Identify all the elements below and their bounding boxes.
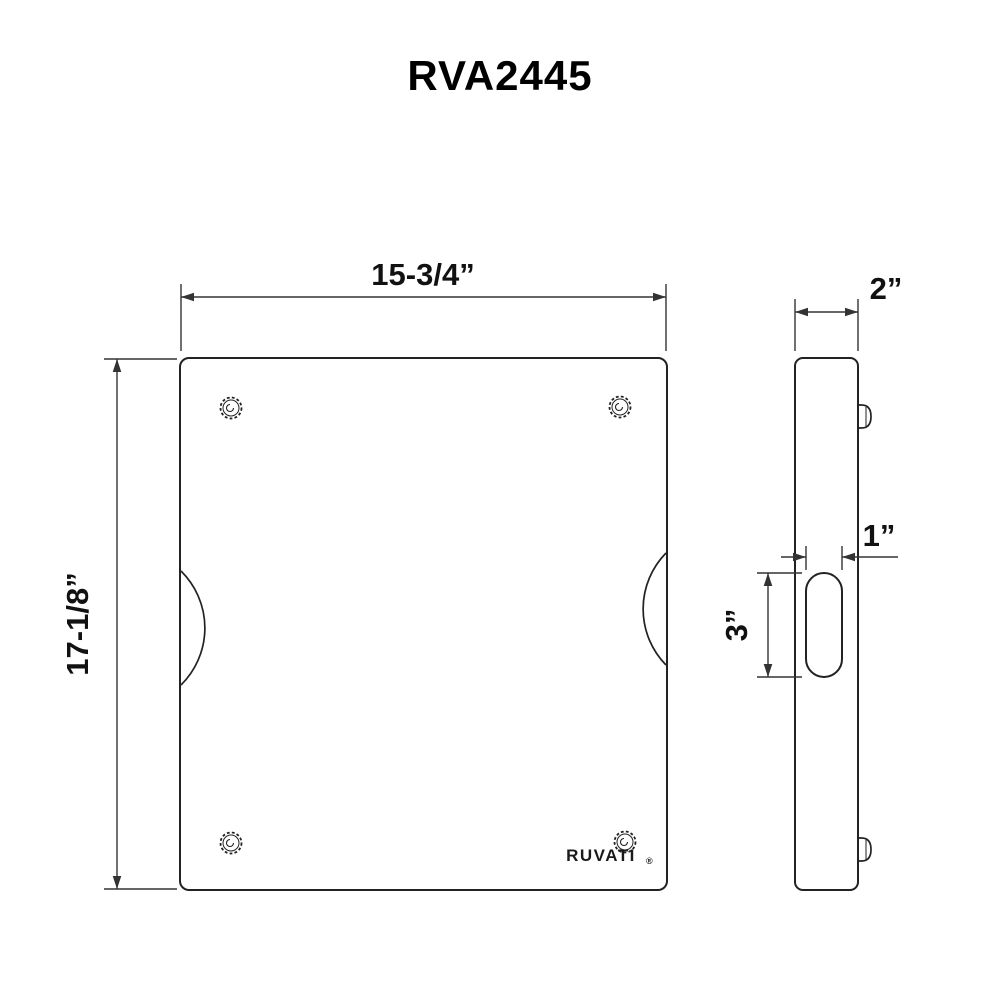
foot-profile-top — [858, 404, 872, 429]
foot-bump — [858, 837, 872, 862]
front-height-dimension: 17-1/8” — [60, 358, 177, 890]
arrowhead-right — [845, 307, 858, 317]
front-view: RUVATI ® — [179, 357, 668, 891]
registered-mark: ® — [646, 856, 653, 866]
arrowhead-right — [653, 292, 666, 302]
side-depth-dimension: 2” — [794, 271, 903, 351]
arrowhead-right — [842, 552, 855, 562]
brand-logo: RUVATI — [566, 846, 636, 865]
front-panel-outline — [179, 357, 668, 891]
slot-height-dimension-label: 3” — [719, 609, 754, 642]
knurled-foot-icon — [219, 831, 243, 855]
side-panel-outline — [794, 357, 859, 891]
slot-width-dimension-label: 1” — [863, 518, 896, 553]
arrowhead-bottom — [112, 876, 122, 889]
knurled-foot-icon — [608, 395, 632, 419]
handle-slot — [805, 572, 843, 678]
depth-dimension-label: 2” — [870, 271, 903, 306]
right-grip-notch — [642, 552, 667, 666]
arrowhead-bottom — [763, 664, 773, 677]
arrowhead-top — [112, 359, 122, 372]
arrowhead-top — [763, 573, 773, 586]
arrowhead-left — [181, 292, 194, 302]
slot-height-dimension: 3” — [719, 572, 802, 678]
left-grip-notch — [180, 570, 206, 686]
arrowhead-left — [795, 307, 808, 317]
front-width-dimension: 15-3/4” — [180, 257, 667, 351]
width-dimension-label: 15-3/4” — [371, 257, 474, 292]
slot-width-dimension: 1” — [781, 518, 898, 570]
height-dimension-label: 17-1/8” — [60, 572, 95, 675]
arrowhead-left — [793, 552, 806, 562]
side-view — [794, 357, 872, 891]
drawing-title: RVA2445 — [407, 52, 592, 99]
foot-bump — [858, 404, 872, 429]
knurled-foot-icon — [219, 396, 243, 420]
foot-profile-bottom — [858, 837, 872, 862]
